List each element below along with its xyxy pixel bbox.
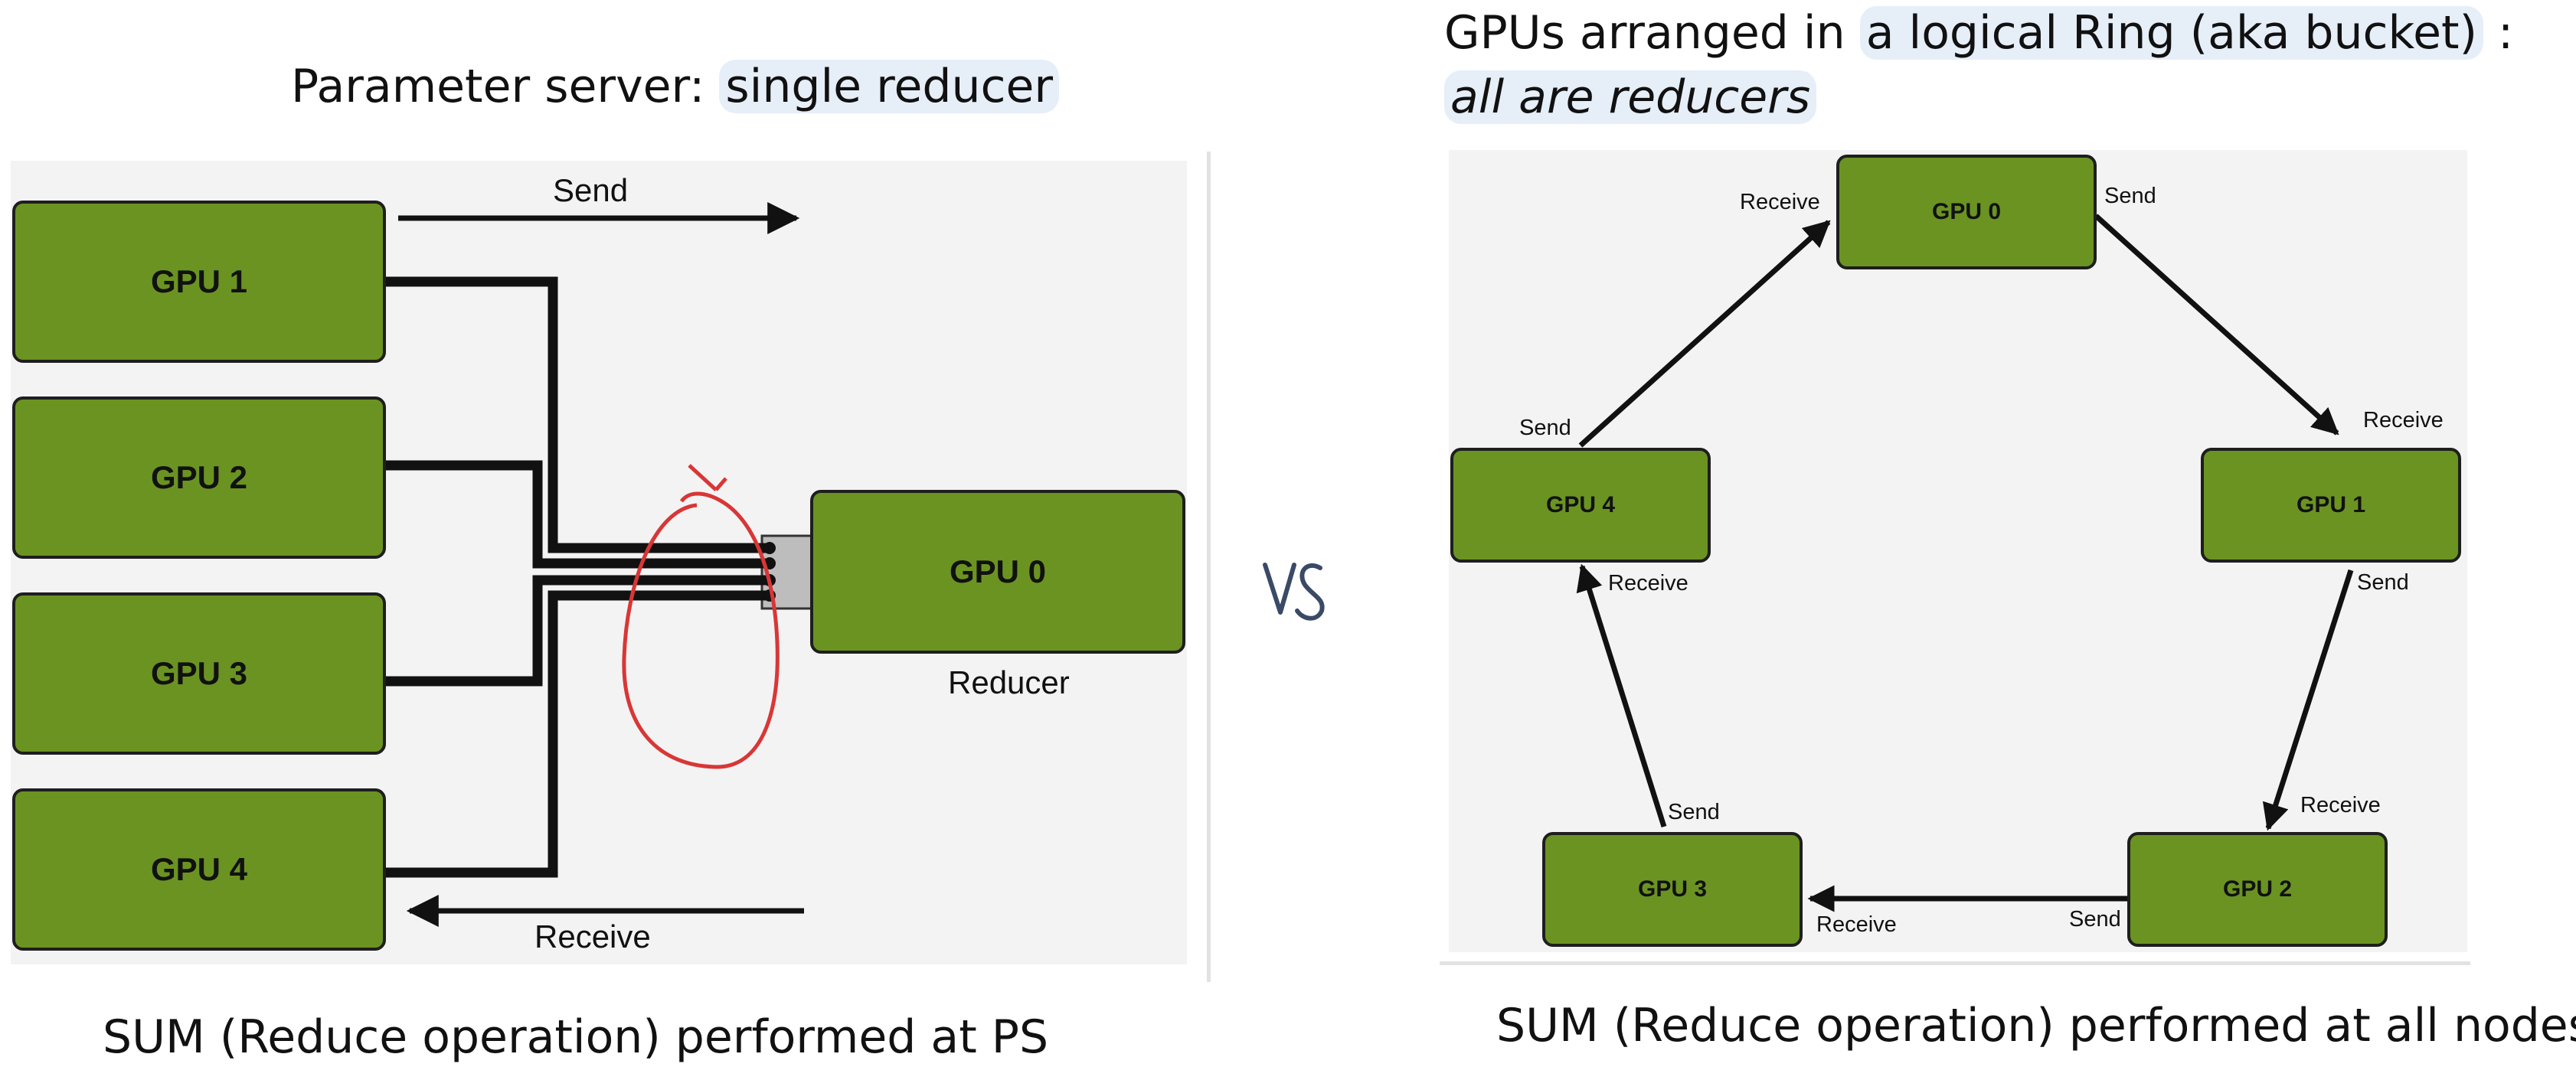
- left-panel-divider: [1207, 152, 1211, 982]
- right-title-highlight: a logical Ring (aka bucket): [1859, 6, 2483, 60]
- ring-send-gpu0: Send: [2104, 184, 2156, 208]
- ring-gpu-2-node: GPU 2: [2127, 832, 2388, 947]
- wire-gpu-3: [381, 575, 770, 687]
- ring-receive-gpu4: Receive: [1608, 571, 1688, 595]
- ring-gpu-3-node: GPU 3: [1542, 832, 1803, 947]
- ring-receive-gpu3: Receive: [1816, 912, 1897, 937]
- arrow-gpu1-to-gpu2: [2262, 569, 2354, 831]
- wire-gpu-1: [381, 276, 770, 553]
- arrow-gpu3-to-gpu4: [1576, 563, 1667, 828]
- ring-send-gpu4: Send: [1519, 416, 1571, 440]
- receive-label: Receive: [534, 919, 651, 954]
- arrow-gpu4-to-gpu0: [1578, 220, 1831, 448]
- right-panel-bottom-edge: [1440, 961, 2470, 965]
- annotation-circle: [622, 491, 780, 769]
- right-title: GPUs arranged in a logical Ring (aka buc…: [1444, 6, 2513, 60]
- ring-send-gpu1: Send: [2357, 570, 2409, 595]
- annotation-tick: [688, 464, 727, 491]
- arrow-gpu0-to-gpu1: [2094, 214, 2339, 436]
- gpu-3-node: GPU 3: [12, 592, 386, 755]
- ring-receive-gpu2: Receive: [2300, 793, 2381, 817]
- gpu-1-node: GPU 1: [12, 201, 386, 363]
- ring-gpu-1-node: GPU 1: [2201, 448, 2461, 563]
- ring-send-gpu2: Send: [2069, 907, 2121, 932]
- ring-gpu-0-node: GPU 0: [1836, 155, 2097, 269]
- right-subtitle-text: all are reducers: [1444, 70, 1817, 124]
- ring-receive-gpu0: Receive: [1740, 190, 1820, 214]
- left-caption: SUM (Reduce operation) performed at PS: [103, 1010, 1049, 1064]
- send-label: Send: [553, 172, 629, 208]
- gpu-4-node: GPU 4: [12, 788, 386, 951]
- reducer-label: Reducer: [948, 664, 1070, 700]
- right-subtitle: all are reducers: [1444, 70, 1817, 124]
- reducer-node: GPU 0: [810, 490, 1185, 654]
- right-title-prefix: GPUs arranged in: [1444, 6, 1860, 60]
- gpu-2-node: GPU 2: [12, 396, 386, 559]
- wire-gpu-4: [381, 590, 770, 878]
- left-title-prefix: Parameter server:: [291, 60, 720, 113]
- left-title-highlight: single reducer: [719, 60, 1060, 113]
- ring-receive-gpu1: Receive: [2363, 408, 2444, 432]
- wire-gpu-2: [381, 460, 770, 569]
- right-title-suffix: :: [2483, 6, 2514, 60]
- ring-gpu-4-node: GPU 4: [1450, 448, 1711, 563]
- right-caption: SUM (Reduce operation) performed at all …: [1496, 999, 2576, 1052]
- ring-send-gpu3: Send: [1668, 800, 1720, 824]
- left-title: Parameter server: single reducer: [291, 60, 1060, 113]
